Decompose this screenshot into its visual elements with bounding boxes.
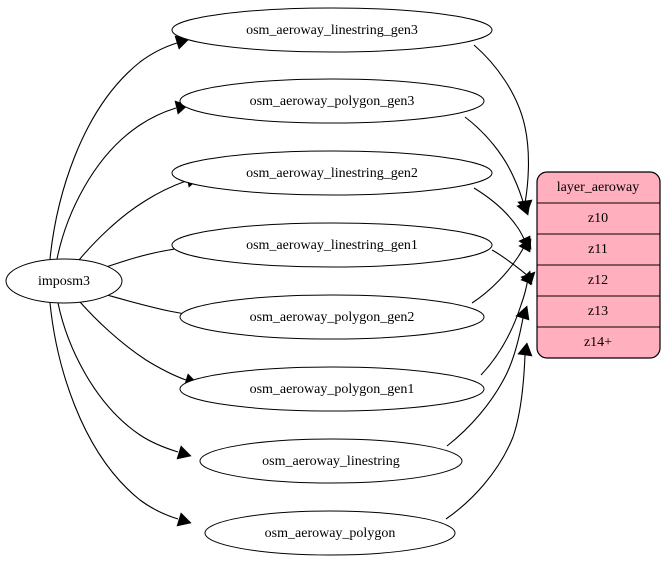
edge-imposm3-to-linestring-gen3: [49, 42, 178, 260]
node-label: osm_aeroway_linestring: [262, 454, 400, 469]
edge-linestring-gen1-to-z12: [491, 249, 529, 277]
node-osm-aeroway-polygon[interactable]: osm_aeroway_polygon: [204, 510, 456, 556]
node-shape-ellipse: [171, 150, 493, 196]
edge-arrowhead: [517, 342, 533, 357]
node-label: osm_aeroway_polygon: [265, 526, 396, 541]
edge-arrowhead: [515, 305, 530, 321]
node-imposm3[interactable]: imposm3: [5, 258, 123, 304]
table-row-z11-label: z11: [588, 242, 608, 257]
edge-linestring-gen2-to-z11: [473, 187, 527, 244]
node-label: imposm3: [38, 274, 90, 289]
node-shape-ellipse: [171, 222, 493, 268]
edge-imposm3-to-polygon-gen3: [56, 107, 177, 260]
node-shape-ellipse: [199, 438, 463, 484]
table-row-z10-label: z10: [588, 211, 608, 226]
node-shape-ellipse: [204, 510, 456, 556]
node-shape-ellipse: [5, 258, 123, 304]
edge-polygon-to-z14plus: [445, 354, 526, 520]
table-row-z14plus-label: z14+: [584, 335, 612, 350]
table-body: [537, 172, 660, 358]
edge-arrowhead: [520, 271, 536, 286]
node-label: osm_aeroway_polygon_gen3: [250, 94, 415, 109]
node-osm-aeroway-linestring-gen3[interactable]: osm_aeroway_linestring_gen3: [171, 7, 493, 53]
table-outline: [536, 171, 661, 359]
node-shape-ellipse: [179, 294, 485, 340]
node-label: osm_aeroway_polygon_gen2: [250, 310, 415, 325]
node-shape-ellipse: [179, 78, 485, 124]
node-osm-aeroway-linestring[interactable]: osm_aeroway_linestring: [199, 438, 463, 484]
edge-polygon-gen2-to-z11: [471, 242, 527, 304]
node-label: osm_aeroway_linestring_gen3: [246, 23, 418, 38]
table-row-z13-label: z13: [588, 304, 608, 319]
edge-arrowhead: [176, 512, 192, 527]
node-layer-aeroway-table[interactable]: layer_aeroway z10 z11 z12 z13 z14+: [536, 171, 661, 359]
node-shape-ellipse: [179, 366, 485, 412]
edge-imposm3-to-polygon-gen1: [79, 301, 187, 381]
node-osm-aeroway-linestring-gen2[interactable]: osm_aeroway_linestring_gen2: [171, 150, 493, 196]
node-osm-aeroway-linestring-gen1[interactable]: osm_aeroway_linestring_gen1: [171, 222, 493, 268]
edge-polygon-gen3-to-z10: [464, 116, 525, 206]
node-label: osm_aeroway_linestring_gen2: [246, 166, 418, 181]
table-row-z12-label: z12: [588, 273, 608, 288]
edge-arrowhead: [516, 201, 531, 216]
edge-imposm3-to-linestring: [57, 302, 179, 453]
node-label: osm_aeroway_polygon_gen1: [250, 382, 415, 397]
edge-polygon-gen1-to-z12: [480, 277, 529, 376]
edge-linestring-gen3-to-z10: [473, 44, 530, 204]
node-osm-aeroway-polygon-gen3[interactable]: osm_aeroway_polygon_gen3: [179, 78, 485, 124]
edge-group-tables-to-layer: [445, 44, 536, 520]
edge-linestring-to-z13: [446, 317, 524, 447]
node-osm-aeroway-polygon-gen1[interactable]: osm_aeroway_polygon_gen1: [179, 366, 485, 412]
edge-arrowhead: [176, 445, 192, 460]
node-label: osm_aeroway_linestring_gen1: [246, 238, 418, 253]
node-osm-aeroway-polygon-gen2[interactable]: osm_aeroway_polygon_gen2: [179, 294, 485, 340]
edge-imposm3-to-polygon: [49, 302, 179, 520]
node-shape-ellipse: [171, 7, 493, 53]
edge-imposm3-to-linestring-gen2: [78, 180, 187, 261]
edge-arrowhead: [518, 235, 532, 250]
table-row-header-label: layer_aeroway: [557, 180, 639, 195]
